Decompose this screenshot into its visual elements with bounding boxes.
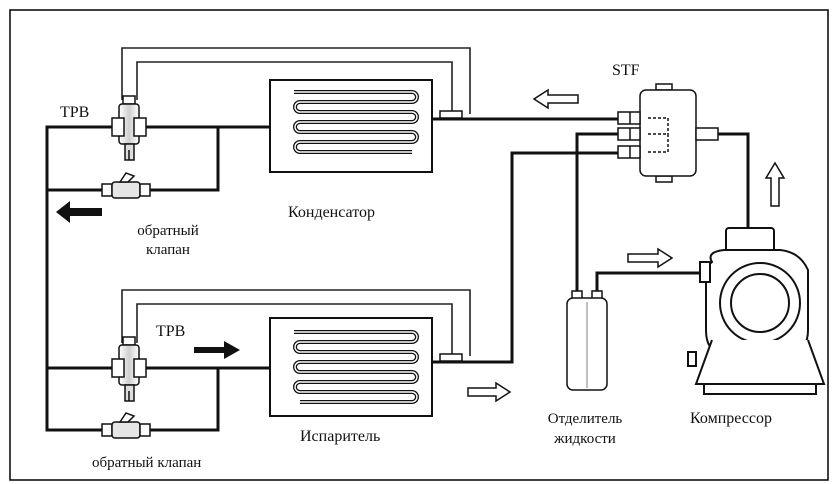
bottom-check-valve-icon	[101, 412, 151, 439]
bottom-expansion-valve-icon	[111, 336, 147, 402]
sensing-lines	[121, 47, 471, 356]
bottom-bulb	[439, 353, 463, 362]
top-check-valve-icon	[101, 172, 151, 199]
pipe-separator-compressor	[595, 271, 710, 293]
separator-label-line2: жидкости	[554, 431, 616, 447]
compressor-label: Компрессор	[690, 410, 772, 427]
pipe-top-check-right	[150, 127, 220, 192]
trv-top-label: ТРВ	[60, 104, 90, 121]
bottom-equalizer-inner	[136, 303, 453, 356]
pipe-bottom-check-right	[150, 368, 220, 432]
pipe-stf-compressor	[718, 132, 750, 233]
check-valve-top-label-line2: клапан	[146, 242, 190, 258]
flow-arrow-icon	[56, 88, 786, 403]
top-expansion-valve-icon	[111, 95, 147, 161]
four-way-valve-icon	[617, 83, 719, 183]
separator-label-line1: Отделитель	[547, 411, 623, 427]
condenser-coil-icon	[269, 79, 433, 173]
check-valve-top-label-line1: обратный	[137, 223, 199, 239]
liquid-separator-icon	[566, 290, 608, 391]
top-equalizer-outer	[121, 47, 471, 114]
check-valve-bottom-label: обратный клапан	[92, 455, 202, 471]
evaporator-label: Испаритель	[300, 428, 381, 445]
bottom-equalizer-outer	[121, 289, 471, 356]
top-bulb	[439, 110, 463, 119]
pipe-stf-separator	[575, 132, 622, 293]
stf-label: STF	[612, 62, 640, 79]
condenser-label: Конденсатор	[288, 204, 376, 221]
outer-frame	[9, 9, 829, 481]
compressor-icon	[687, 227, 826, 395]
top-equalizer-inner	[136, 61, 453, 114]
pipes	[45, 117, 750, 432]
trv-bottom-label: ТРВ	[156, 323, 186, 340]
pipe-evaporator-stf	[432, 151, 622, 364]
evaporator-coil-icon	[269, 317, 433, 417]
left-main-pipe	[45, 125, 112, 432]
